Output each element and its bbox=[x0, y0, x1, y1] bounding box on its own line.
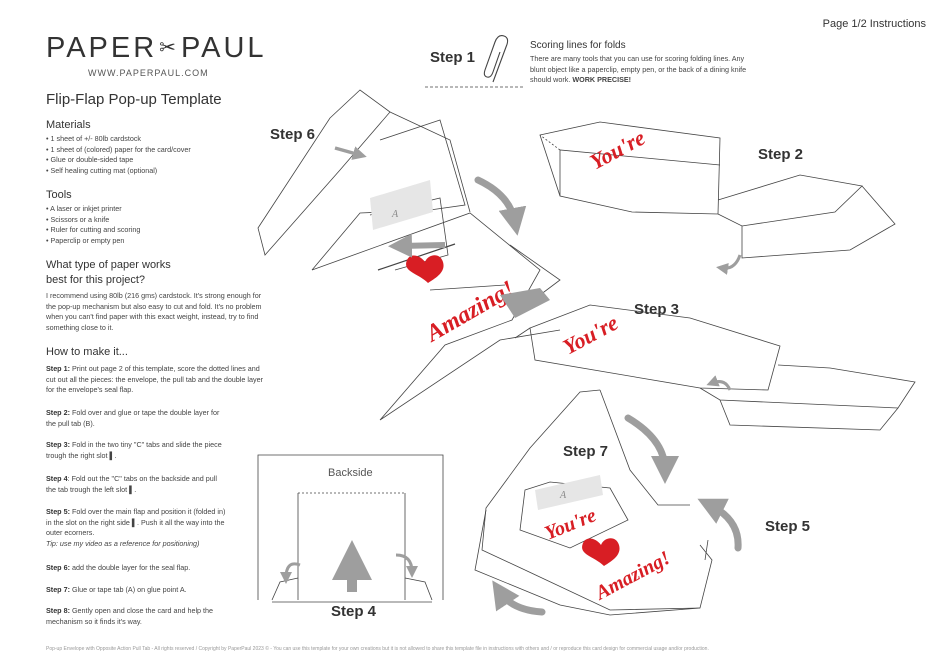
paper-text: I recommend using 80lb (216 gms) cardsto… bbox=[46, 291, 262, 332]
step2-card bbox=[539, 121, 896, 259]
step3-label: Step 3 bbox=[634, 301, 680, 318]
step7-label: Step 7 bbox=[563, 443, 609, 460]
document-title: Flip-Flap Pop-up Template bbox=[46, 91, 222, 108]
heart-icon bbox=[582, 538, 620, 566]
list-item: 1 sheet of (colored) paper for the card/… bbox=[46, 145, 276, 156]
howto-step-5: Step 5: Fold over the main flap and posi… bbox=[46, 507, 226, 548]
glue-panel bbox=[535, 475, 603, 510]
list-item: Paperclip or empty pen bbox=[46, 236, 276, 247]
step4-backside bbox=[257, 454, 444, 603]
step6-label: Step 6 bbox=[270, 126, 316, 143]
howto-step-4: Step 4: Fold out the "C" tabs on the bac… bbox=[46, 474, 217, 494]
howto-heading: How to make it... bbox=[46, 346, 128, 358]
website-link[interactable]: WWW.PAPERPAUL.COM bbox=[88, 68, 209, 78]
list-item: Ruler for cutting and scoring bbox=[46, 225, 276, 236]
step7-card bbox=[474, 389, 713, 616]
rotate-arrow-icon bbox=[492, 580, 546, 616]
list-item: Self healing cutting mat (optional) bbox=[46, 166, 276, 177]
rotate-arrow-icon bbox=[716, 254, 742, 275]
list-item: Glue or double-sided tape bbox=[46, 155, 276, 166]
step2-label: Step 2 bbox=[758, 146, 804, 163]
tools-list: A laser or inkjet printer Scissors or a … bbox=[46, 204, 276, 246]
step5-label: Step 5 bbox=[765, 518, 811, 535]
list-item: 1 sheet of +/- 80lb cardstock bbox=[46, 134, 276, 145]
step3-card bbox=[514, 304, 916, 431]
howto-step-7: Step 7: Glue or tape tab (A) on glue poi… bbox=[46, 585, 187, 594]
rotate-arrow-icon bbox=[706, 375, 732, 391]
step4-label: Step 4 bbox=[331, 603, 377, 620]
paperclip-icon bbox=[483, 35, 509, 83]
amazing-text: Amazing! bbox=[420, 276, 519, 348]
arrow-icon bbox=[334, 146, 367, 160]
step1-text: There are many tools that you can use fo… bbox=[530, 54, 747, 84]
heart-icon bbox=[406, 255, 444, 283]
rotate-arrow-icon bbox=[474, 176, 527, 236]
brand-logo: PAPER✂PAUL bbox=[46, 32, 267, 65]
howto-step-6: Step 6: add the double layer for the sea… bbox=[46, 563, 191, 572]
arrow-icon bbox=[388, 233, 446, 258]
howto-step-2: Step 2: Fold over and glue or tape the d… bbox=[46, 408, 220, 428]
list-item: Scissors or a knife bbox=[46, 215, 276, 226]
youre-text: You're bbox=[559, 310, 623, 360]
rotate-arrow-icon bbox=[395, 553, 418, 578]
rotate-arrow-icon bbox=[280, 562, 301, 584]
paper-heading-line2: best for this project? bbox=[46, 274, 146, 286]
list-item: A laser or inkjet printer bbox=[46, 204, 276, 215]
materials-list: 1 sheet of +/- 80lb cardstock 1 sheet of… bbox=[46, 134, 276, 176]
materials-heading: Materials bbox=[46, 119, 91, 131]
tools-heading: Tools bbox=[46, 189, 72, 201]
paper-heading-line1: What type of paper works bbox=[46, 259, 171, 271]
footer-copyright: Pop-up Envelope with Opposite Action Pul… bbox=[46, 646, 709, 652]
glue-mark-a: A bbox=[559, 490, 567, 501]
step1-label: Step 1 bbox=[430, 49, 476, 66]
step1-title: Scoring lines for folds bbox=[530, 40, 626, 51]
logo-text-left: PAPER bbox=[46, 32, 158, 64]
page-label: Page 1/2 Instructions bbox=[822, 18, 926, 30]
glue-panel bbox=[370, 180, 433, 230]
howto-step-8: Step 8: Gently open and close the card a… bbox=[46, 606, 214, 626]
rotate-arrow-icon bbox=[697, 498, 742, 552]
howto-step-1: Step 1: Print out page 2 of this templat… bbox=[46, 364, 263, 394]
logo-text-right: PAUL bbox=[180, 32, 267, 64]
backside-label: Backside bbox=[328, 467, 373, 479]
scissors-icon: ✂ bbox=[159, 37, 179, 59]
youre-text: You're bbox=[586, 125, 650, 175]
pull-tab bbox=[500, 288, 550, 318]
howto-step-3: Step 3: Fold in the two tiny "C" tabs an… bbox=[46, 440, 222, 460]
glue-mark-a: A bbox=[391, 209, 399, 220]
rotate-arrow-icon bbox=[624, 414, 679, 484]
